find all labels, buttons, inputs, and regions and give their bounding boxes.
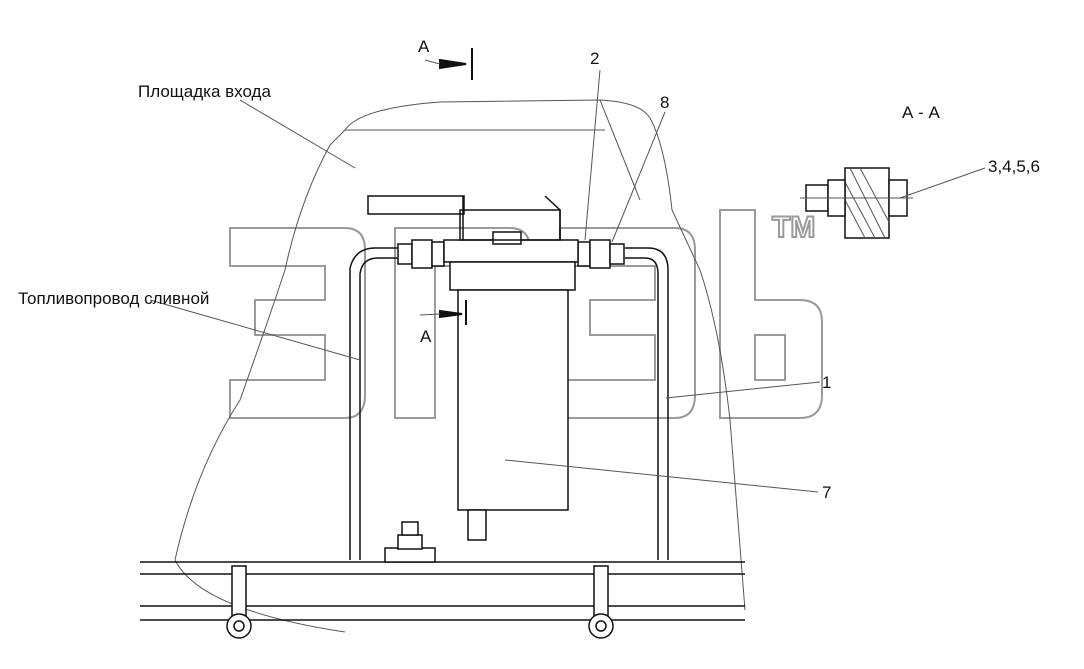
- label-section-mark-top: А: [418, 37, 430, 56]
- right-fittings: [577, 239, 625, 269]
- callout-3456: 3,4,5,6: [988, 157, 1040, 176]
- mounting-bracket: [367, 195, 561, 242]
- label-entry-platform: Площадка входа: [138, 82, 271, 101]
- callout-7: 7: [822, 483, 831, 502]
- label-section-title: А - А: [902, 103, 940, 122]
- filter-head: [443, 209, 579, 291]
- callout-1: 1: [822, 373, 831, 392]
- fuel-filter: [457, 289, 569, 541]
- left-fittings: [397, 239, 445, 269]
- label-drain-fuel-line: Топливопровод сливной: [18, 289, 209, 308]
- label-section-mark-mid: А: [420, 327, 432, 346]
- callout-8: 8: [660, 93, 669, 112]
- frame-bolt: [384, 521, 436, 563]
- clamp-right: [588, 565, 614, 639]
- clamp-left: [226, 565, 252, 639]
- callout-2: 2: [590, 49, 599, 68]
- watermark-trademark: TM: [772, 211, 815, 244]
- entry-platform-outline: [174, 99, 746, 633]
- section-detail: [800, 167, 913, 239]
- fuel-tubes: [349, 247, 669, 560]
- section-marker-top: [439, 48, 473, 80]
- leader-lines: [149, 59, 986, 493]
- frame-crossmember: [140, 561, 745, 621]
